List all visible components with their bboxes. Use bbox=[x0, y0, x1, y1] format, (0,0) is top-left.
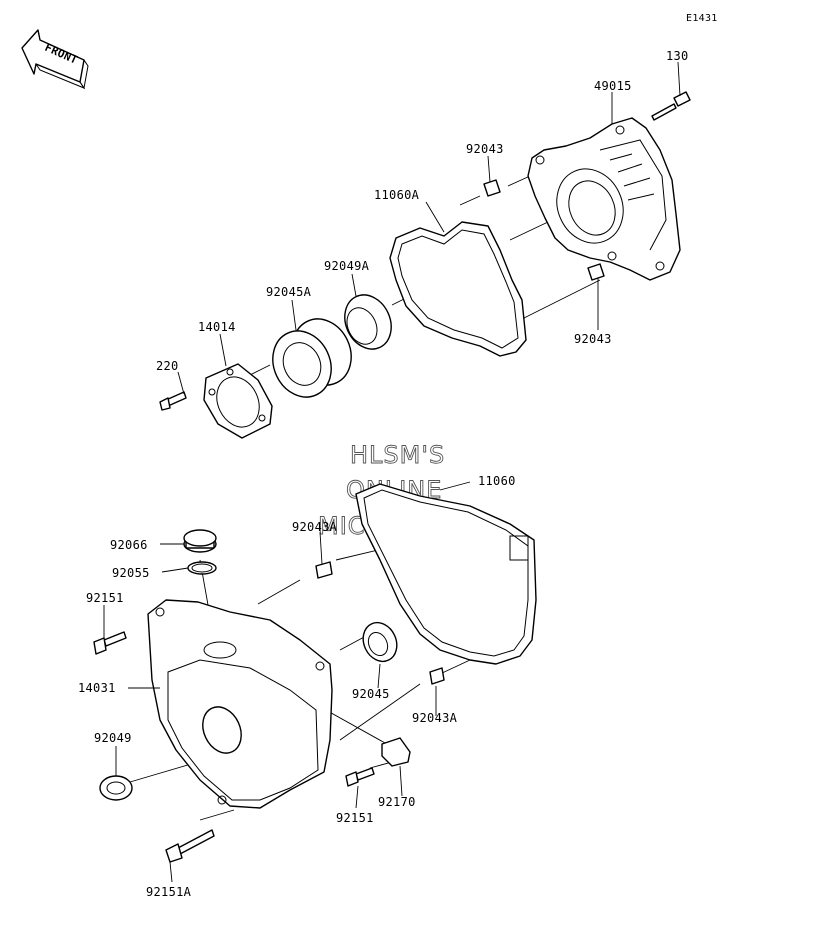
part-92049A-oil-seal bbox=[344, 294, 392, 350]
part-14031-cover bbox=[147, 599, 333, 809]
diagram-code: E1431 bbox=[686, 13, 718, 24]
part-92043A-upper-dowel bbox=[315, 561, 333, 579]
label-92045: 92045 bbox=[352, 687, 390, 701]
part-92045-bearing bbox=[362, 621, 398, 663]
label-92043A-upper: 92043A bbox=[292, 520, 338, 534]
part-92043-upper-dowel bbox=[483, 179, 501, 197]
label-130: 130 bbox=[666, 49, 689, 63]
label-14031: 14031 bbox=[78, 681, 116, 695]
label-92049A: 92049A bbox=[324, 259, 370, 273]
part-14014-plate bbox=[203, 363, 273, 439]
label-92045A: 92045A bbox=[266, 285, 312, 299]
label-92151-left: 92151 bbox=[86, 591, 124, 605]
label-92151A: 92151A bbox=[146, 885, 192, 899]
part-92170-clamp bbox=[381, 737, 411, 767]
part-92045A-bearing bbox=[272, 318, 352, 398]
label-92043A-lower: 92043A bbox=[412, 711, 458, 725]
label-49015: 49015 bbox=[594, 79, 632, 93]
front-arrow-icon: FRONT bbox=[21, 29, 89, 90]
part-labels: 130 49015 92043 11060A 92049A 92045A 140… bbox=[78, 49, 689, 899]
label-92151-bottom: 92151 bbox=[336, 811, 374, 825]
leader-lines bbox=[103, 61, 681, 883]
label-92043-upper: 92043 bbox=[466, 142, 504, 156]
part-11060A-gasket bbox=[389, 221, 527, 357]
label-92043-right: 92043 bbox=[574, 332, 612, 346]
part-92066-plug bbox=[183, 529, 217, 553]
part-92151A-bolt bbox=[165, 829, 215, 863]
part-11060-gasket bbox=[355, 483, 537, 665]
part-220-screw bbox=[159, 391, 187, 411]
part-92055-o-ring bbox=[187, 561, 217, 575]
label-11060: 11060 bbox=[478, 474, 516, 488]
part-92151-bottom-bolt bbox=[345, 767, 375, 787]
part-49015-cover bbox=[527, 117, 681, 281]
part-92043-right-dowel bbox=[587, 263, 605, 281]
part-92151-left-bolt bbox=[93, 631, 127, 655]
label-220: 220 bbox=[156, 359, 179, 373]
label-92066: 92066 bbox=[110, 538, 148, 552]
watermark-line-1: HLSM'S bbox=[350, 441, 445, 469]
label-11060A: 11060A bbox=[374, 188, 420, 202]
label-92055: 92055 bbox=[112, 566, 150, 580]
part-130-bolt bbox=[651, 91, 691, 121]
part-92049-seal bbox=[99, 775, 133, 801]
label-14014: 14014 bbox=[198, 320, 236, 334]
label-92049: 92049 bbox=[94, 731, 132, 745]
label-92170: 92170 bbox=[378, 795, 416, 809]
part-92043A-lower-dowel bbox=[429, 667, 445, 685]
